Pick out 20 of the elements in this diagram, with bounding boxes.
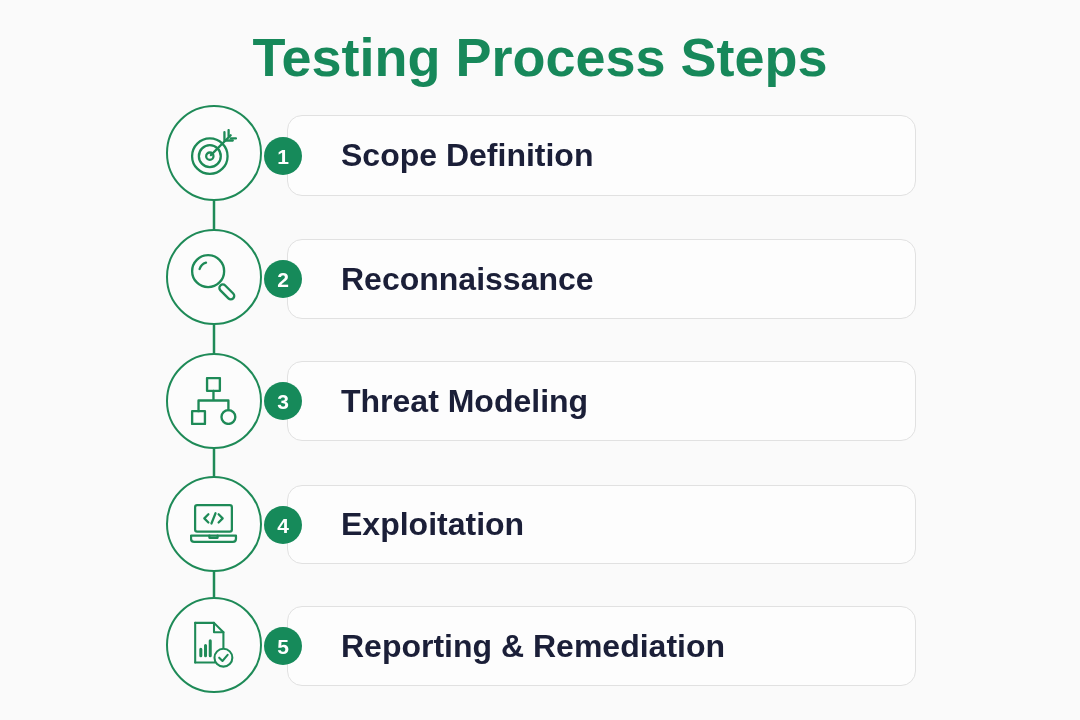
- step-number-badge: 3: [264, 382, 302, 420]
- title: Testing Process Steps: [252, 26, 828, 88]
- step-number-badge: 5: [264, 627, 302, 665]
- connector-line: [212, 572, 216, 597]
- connector-line: [212, 201, 216, 229]
- step-number-badge: 4: [264, 506, 302, 544]
- step-title: Exploitation: [341, 506, 525, 543]
- step-number-badge: 1: [264, 137, 302, 175]
- step-card: [287, 115, 916, 196]
- step-card: [287, 239, 916, 319]
- step-card: [287, 606, 916, 686]
- step-card: [287, 485, 916, 564]
- step-card: [287, 361, 916, 441]
- step-title: Reconnaissance: [341, 260, 594, 298]
- connector-line: [212, 449, 216, 476]
- step-title: Scope Definition: [341, 137, 594, 174]
- step-title: Threat Modeling: [341, 382, 589, 420]
- step-title: Reporting & Remediation: [341, 627, 725, 665]
- step-number-badge: 2: [264, 260, 302, 298]
- connector-line: [212, 325, 216, 353]
